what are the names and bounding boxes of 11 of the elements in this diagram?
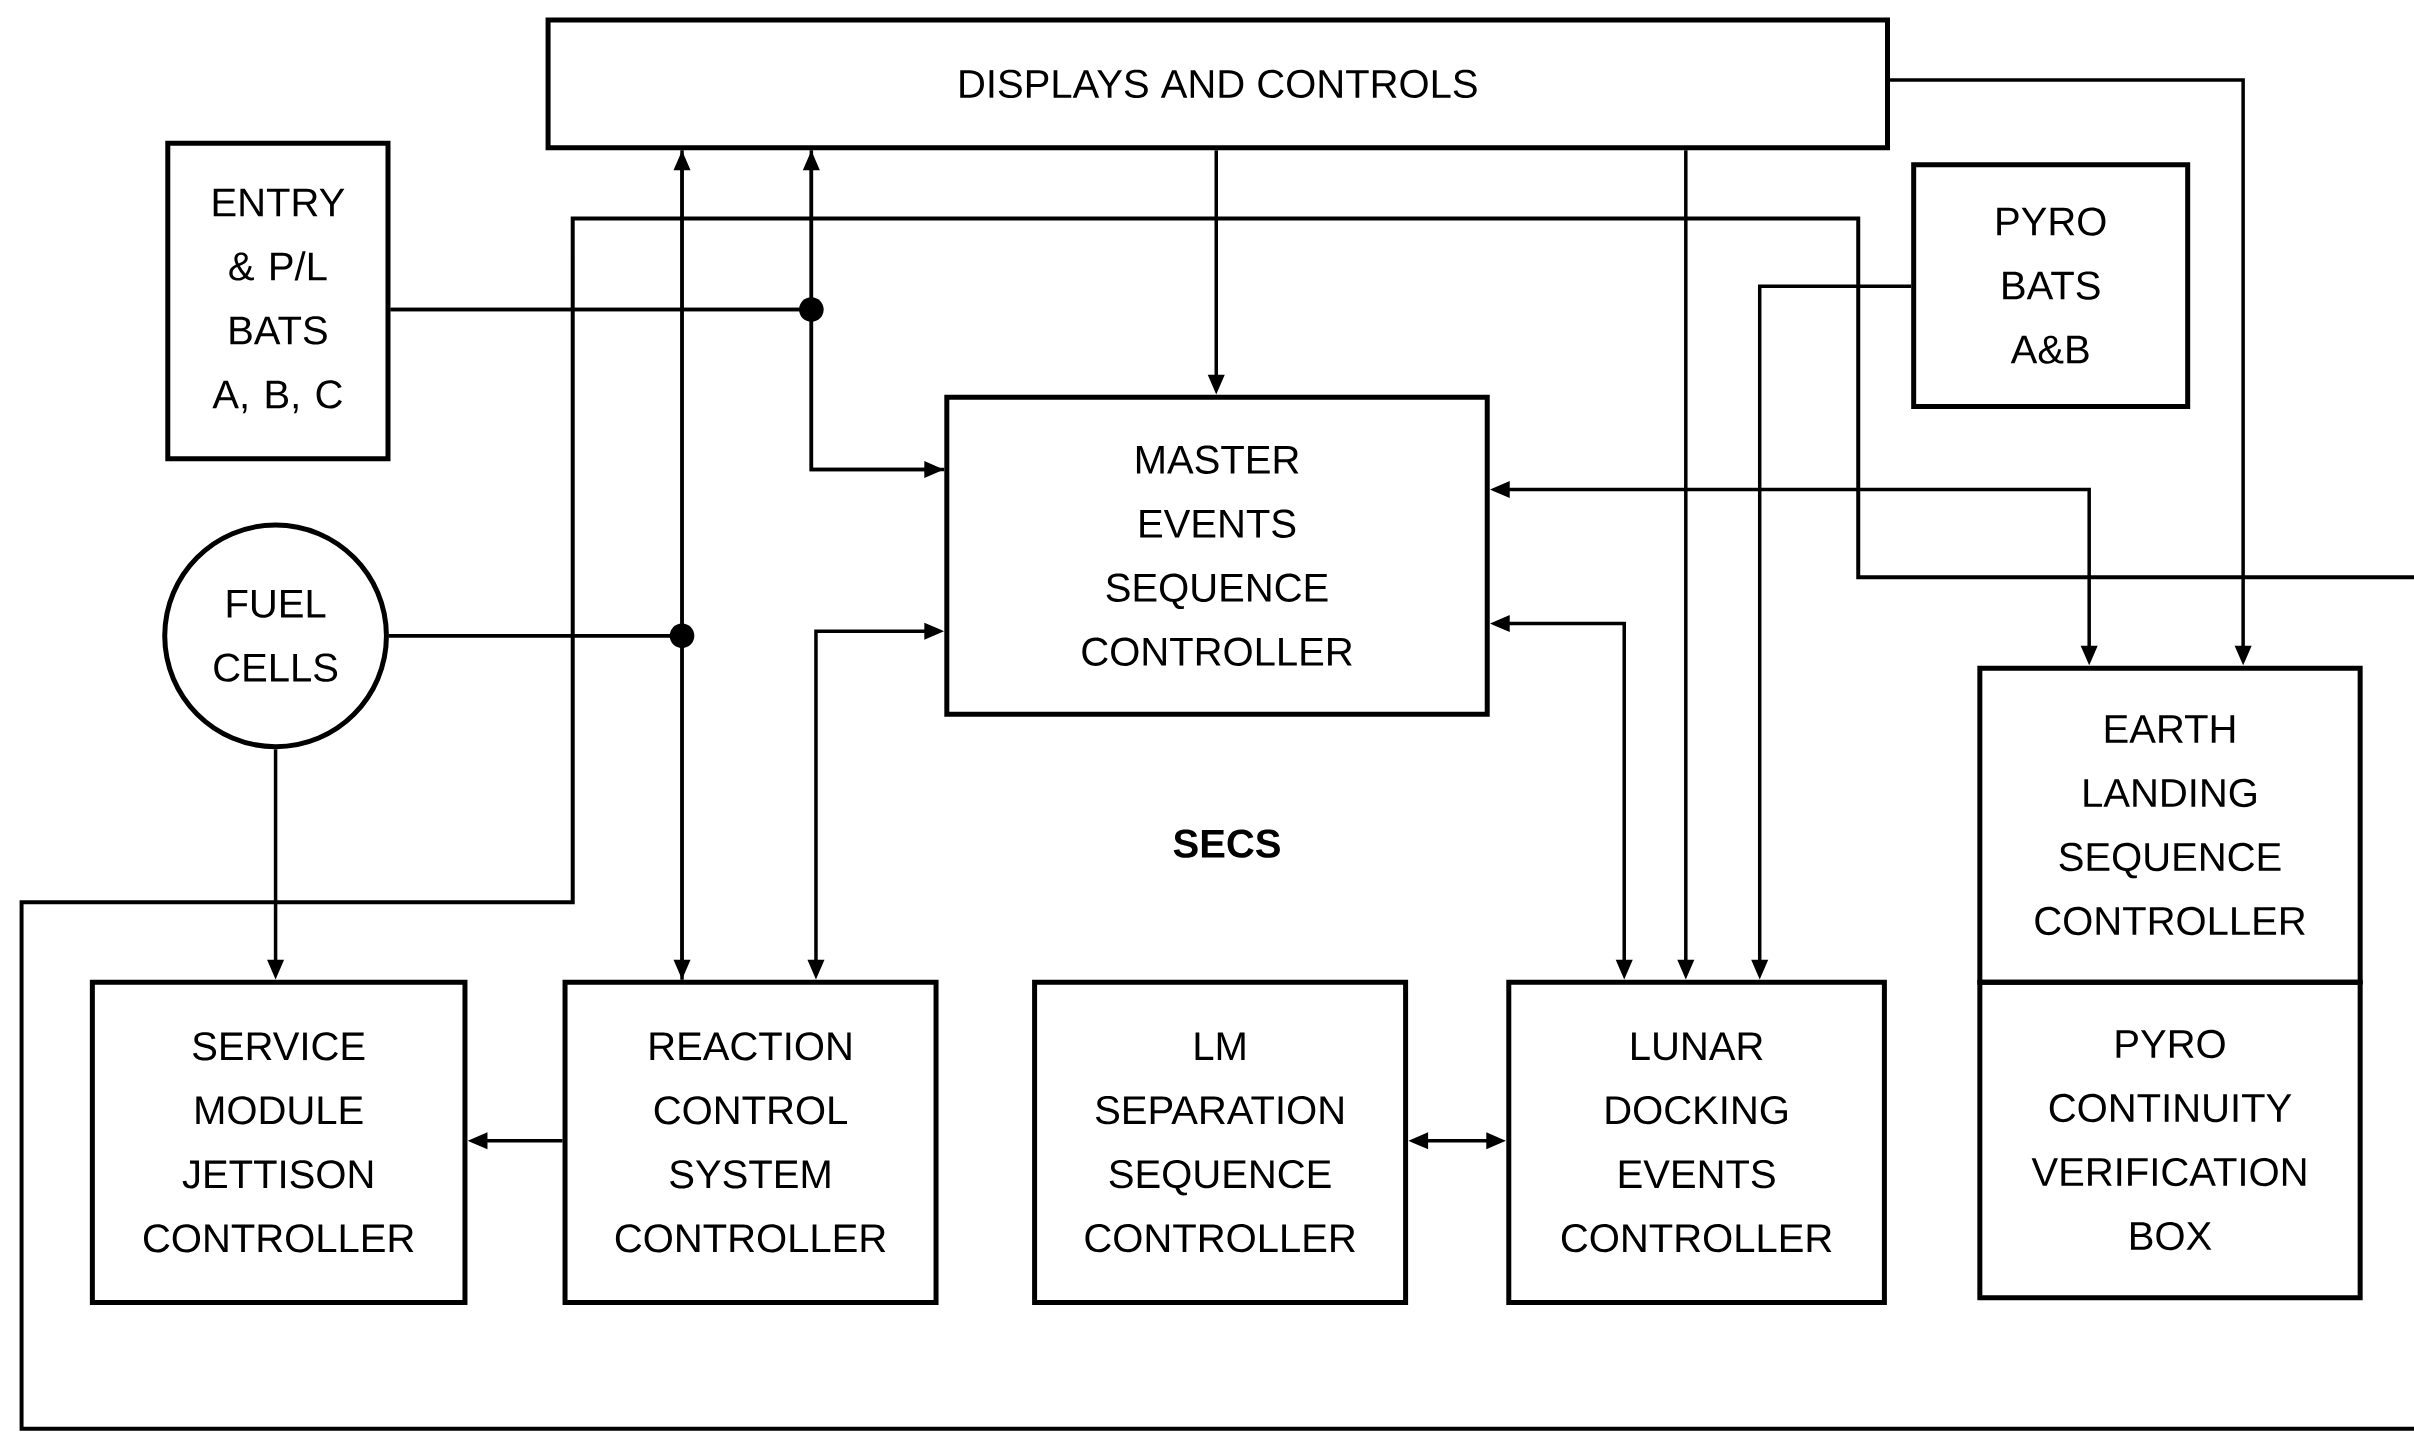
controller-box: LUNAR DOCKING EVENTS CONTROLLER (1506, 979, 1887, 1306)
controller-box: LM SEPARATION SEQUENCE CONTROLLER (1032, 979, 1409, 1306)
controller-box: SERVICE MODULE JETTISON CONTROLLER (89, 979, 468, 1306)
controller-box: DISPLAYS AND CONTROLS (545, 17, 1890, 151)
controller-box: MASTER EVENTS SEQUENCE CONTROLLER (944, 394, 1490, 717)
controller-box: ENTRY & P/L BATS A, B, C (165, 140, 391, 462)
controller-box: REACTION CONTROL SYSTEM CONTROLLER (562, 979, 939, 1306)
controller-box: EARTH LANDING SEQUENCE CONTROLLER (1977, 665, 2363, 985)
controller-box: PYRO BATS A&B (1911, 162, 2191, 409)
section-label: SECS (1173, 829, 1280, 858)
controller-box: PYRO CONTINUITY VERIFICATION BOX (1977, 979, 2363, 1301)
